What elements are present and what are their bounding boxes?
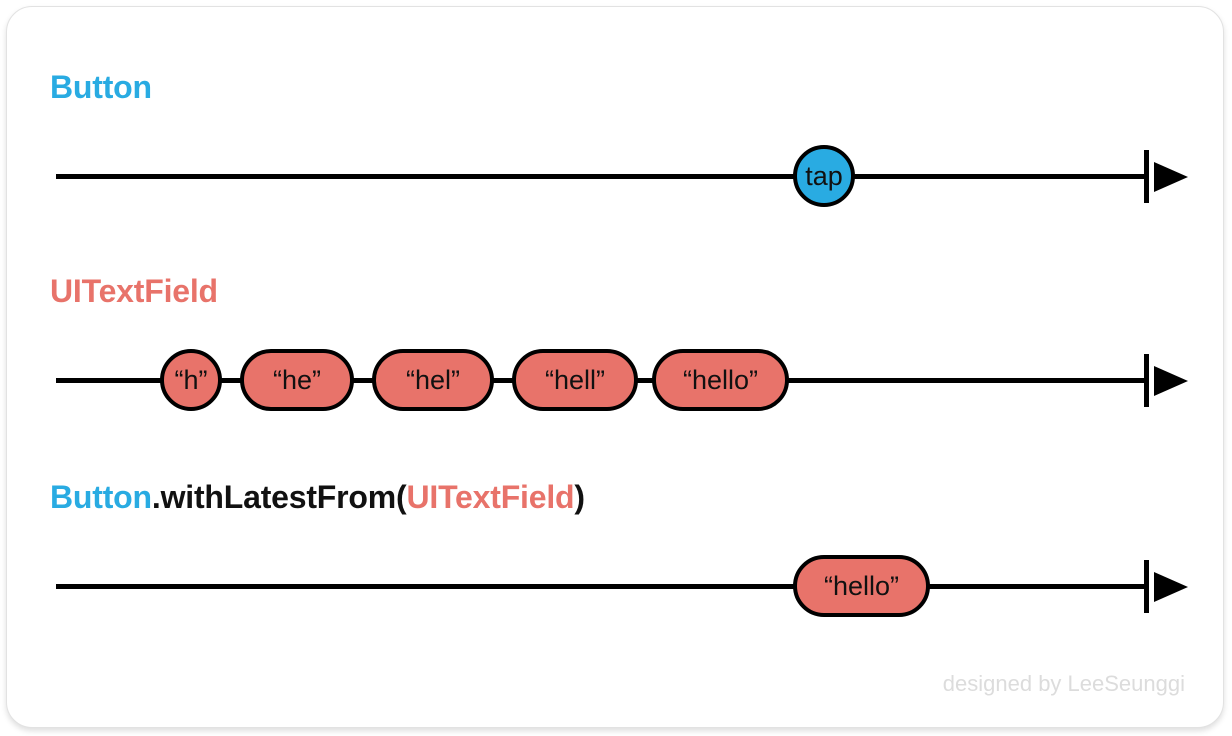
stream-title-part: Button <box>50 69 152 105</box>
timeline-result: “hello” <box>50 547 1190 627</box>
stream-title-part: UITextField <box>50 273 218 309</box>
marble-h[interactable]: “h” <box>160 349 222 411</box>
stream-title-result: Button.withLatestFrom(UITextField) <box>50 479 585 516</box>
timeline-completion-tick <box>1144 560 1149 613</box>
stream-title-button: Button <box>50 69 152 106</box>
diagram-card: Button tap UITextField “h” “he” <box>6 6 1224 728</box>
marble-label: “hello” <box>682 364 759 395</box>
marble-he[interactable]: “he” <box>240 349 354 411</box>
marble-hell[interactable]: “hell” <box>512 349 638 411</box>
designer-credit: designed by LeeSeunggi <box>942 671 1185 696</box>
marble-hel[interactable]: “hel” <box>372 349 494 411</box>
marble-label: “hello” <box>823 570 900 601</box>
timeline-arrowhead-icon <box>1154 366 1188 396</box>
timeline-arrowhead-icon <box>1154 572 1188 602</box>
marble-label: “hel” <box>405 364 460 395</box>
timeline-completion-tick <box>1144 354 1149 407</box>
stream-title-part-operator-name: .withLatestFrom( <box>151 479 407 515</box>
marble-label: “hell” <box>544 364 605 395</box>
marble-label: “h” <box>174 364 208 395</box>
stream-title-part-operator-arg: UITextField <box>406 479 575 515</box>
marble-label: “he” <box>272 364 321 395</box>
stream-title-part-operator-close: ) <box>574 479 585 515</box>
marble-hello[interactable]: “hello” <box>652 349 789 411</box>
stream-title-part-operator-source: Button <box>50 479 152 515</box>
marble-tap[interactable]: tap <box>793 145 855 207</box>
timeline-button: tap <box>50 137 1190 217</box>
timeline-axis-line <box>56 584 1146 589</box>
timeline-arrowhead-icon <box>1154 162 1188 192</box>
timeline-axis-line <box>56 174 1146 179</box>
marble-label: tap <box>805 160 843 191</box>
stream-title-uitextfield: UITextField <box>50 273 218 310</box>
timeline-completion-tick <box>1144 150 1149 203</box>
marble-result-hello[interactable]: “hello” <box>793 555 930 617</box>
timeline-uitextfield: “h” “he” “hel” “hell” “hello” <box>50 341 1190 421</box>
